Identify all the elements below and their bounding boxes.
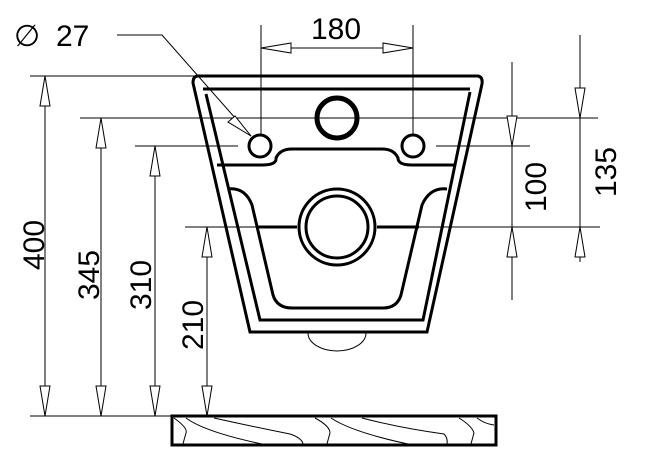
toilet-body (191, 74, 484, 352)
dimension-310: 310 (125, 145, 161, 417)
bottom-bump (307, 332, 367, 352)
mounting-hole-left (247, 133, 273, 159)
drain-outer-ring (297, 187, 377, 267)
inner-outline (203, 87, 472, 322)
dimension-label-400: 400 (18, 220, 51, 270)
floor-section (170, 414, 498, 447)
outer-outline (191, 74, 484, 334)
dimension-label-135: 135 (590, 147, 623, 197)
dimension-345: 345 (73, 117, 107, 417)
dimension-135: 135 (574, 35, 623, 262)
inner-tray (227, 187, 448, 310)
dimension-100: 100 (506, 62, 553, 300)
dimension-label-27: 27 (56, 20, 89, 53)
dimension-label-100: 100 (520, 162, 553, 212)
dimension-diameter: ∅ 27 (14, 20, 252, 137)
upper-band (217, 147, 456, 167)
diameter-symbol: ∅ (14, 20, 40, 53)
dimension-210: 210 (177, 226, 213, 417)
dimension-400: 400 (18, 75, 51, 417)
drain-opening (304, 194, 370, 260)
dimension-label-310: 310 (125, 260, 158, 310)
dimension-label-180: 180 (311, 13, 361, 46)
dimension-label-210: 210 (177, 300, 210, 350)
dimension-label-345: 345 (73, 250, 106, 300)
mounting-hole-right (400, 133, 426, 159)
dimension-180: 180 (260, 13, 414, 54)
extension-lines (30, 25, 600, 417)
